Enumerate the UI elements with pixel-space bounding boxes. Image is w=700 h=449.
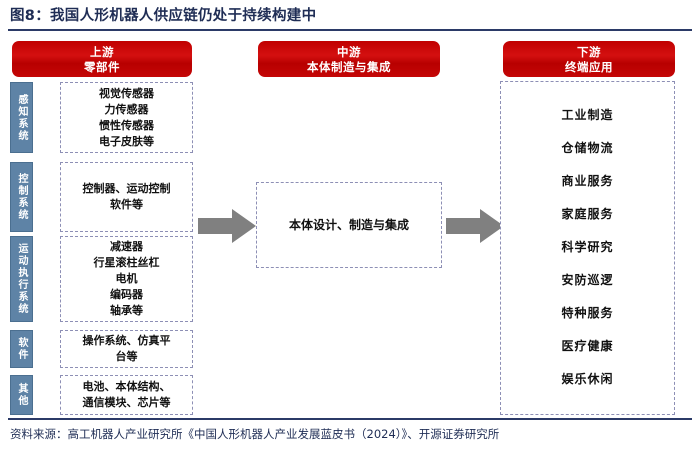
list-item: 编码器 [110, 288, 143, 301]
midstream-box-label: 本体设计、制造与集成 [288, 218, 409, 232]
list-item: 医疗健康 [561, 339, 614, 353]
stage-header-downstream: 下游 终端应用 [503, 41, 675, 77]
list-item: 台等 [115, 350, 138, 363]
source-note: 资料来源：高工机器人产业研究所《中国人形机器人产业发展蓝皮书（2024）》、开源… [10, 427, 500, 441]
stage-downstream-line1: 下游 [577, 45, 601, 59]
list-item: 科学研究 [561, 240, 614, 254]
upstream-box-motion: 减速器 行星滚柱丝杠 电机 编码器 轴承等 [60, 236, 193, 322]
stage-upstream-line2: 零部件 [84, 60, 120, 74]
page-title: 图8：我国人形机器人供应链仍处于持续构建中 [10, 8, 317, 24]
arrow-midstream-to-downstream [446, 209, 504, 243]
category-label-software: 软件 [10, 330, 33, 368]
stage-header-midstream: 中游 本体制造与集成 [258, 41, 440, 77]
stage-header-upstream: 上游 零部件 [12, 41, 192, 77]
midstream-box: 本体设计、制造与集成 [256, 182, 442, 268]
list-item: 通信模块、芯片等 [82, 396, 171, 409]
list-item: 安防巡逻 [561, 273, 614, 287]
category-label-other: 其他 [10, 375, 33, 415]
downstream-box: 工业制造 仓储物流 商业服务 家庭服务 科学研究 安防巡逻 特种服务 医疗健康 … [500, 81, 675, 415]
list-item: 商业服务 [561, 174, 614, 188]
list-item: 电子皮肤等 [99, 134, 154, 148]
footer-divider [8, 418, 692, 420]
upstream-box-other: 电池、本体结构、 通信模块、芯片等 [60, 375, 193, 415]
list-item: 仓储物流 [561, 141, 614, 155]
category-label-control: 控制系统 [10, 162, 33, 232]
list-item: 工业制造 [561, 108, 614, 122]
list-item: 视觉传感器 [99, 86, 154, 100]
list-item: 控制器、运动控制 [82, 182, 171, 195]
upstream-box-control: 控制器、运动控制 软件等 [60, 162, 193, 232]
upstream-box-perception: 视觉传感器 力传感器 惯性传感器 电子皮肤等 [60, 82, 193, 153]
list-item: 电池、本体结构、 [82, 380, 171, 393]
stage-downstream-line2: 终端应用 [565, 60, 613, 74]
list-item: 操作系统、仿真平 [82, 334, 171, 347]
title-divider [8, 29, 692, 31]
list-item: 电机 [115, 272, 138, 285]
upstream-box-software: 操作系统、仿真平 台等 [60, 330, 193, 368]
arrow-upstream-to-midstream [198, 209, 256, 243]
stage-midstream-line2: 本体制造与集成 [307, 60, 391, 74]
list-item: 软件等 [110, 198, 143, 211]
list-item: 减速器 [110, 240, 143, 253]
list-item: 轴承等 [110, 304, 143, 317]
list-item: 惯性传感器 [99, 118, 154, 132]
category-label-perception: 感知系统 [10, 82, 33, 153]
list-item: 力传感器 [104, 102, 149, 116]
list-item: 家庭服务 [561, 207, 614, 221]
list-item: 行星滚柱丝杠 [93, 256, 160, 269]
stage-upstream-line1: 上游 [90, 45, 114, 59]
list-item: 娱乐休闲 [561, 372, 614, 386]
category-label-motion: 运动执行系统 [10, 236, 33, 322]
list-item: 特种服务 [561, 306, 614, 320]
stage-midstream-line1: 中游 [337, 45, 361, 59]
